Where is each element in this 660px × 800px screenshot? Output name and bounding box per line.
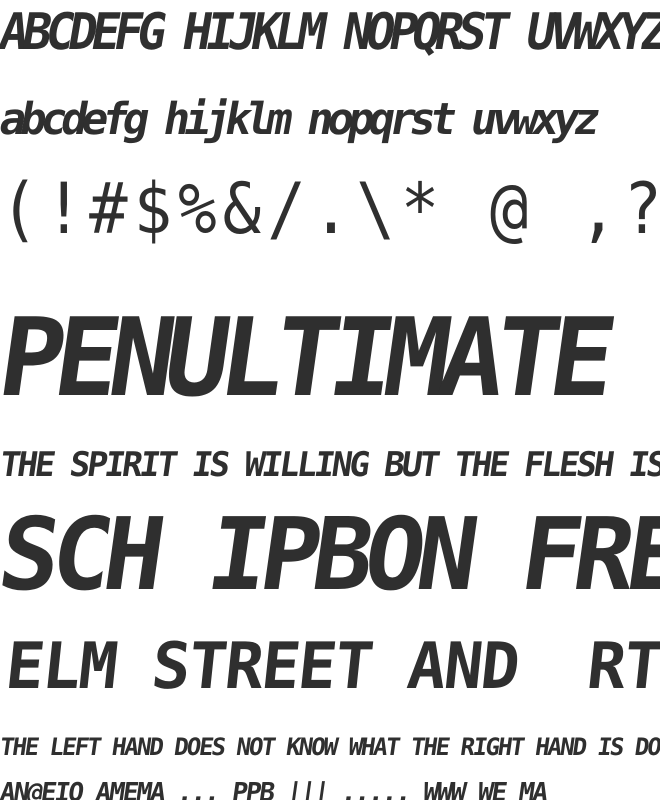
street-line: ELM STREET AND RT. — [2, 630, 660, 704]
sample-sentence-1-line: THE SPIRIT IS WILLING BUT THE FLESH IS W… — [0, 445, 660, 485]
bottom-line-text: AN@EIQ AMEMA ... PPB ||| ..... WWW WE MA — [0, 778, 549, 800]
lowercase-alphabet-line: abcdefg hijklm nopqrst uvwxyz — [0, 94, 599, 145]
font-name-text: PENULTIMATE — [0, 296, 615, 421]
sample-sentence-2-line: THE LEFT HAND DOES NOT KNOW WHAT THE RIG… — [0, 733, 660, 761]
big-words-text: SCH IPBON FRE UDC — [0, 496, 660, 613]
bottom-line: AN@EIQ AMEMA ... PPB ||| ..... WWW WE MA — [0, 778, 549, 800]
street-right-text: RT. — [583, 630, 660, 704]
street-left-text: ELM STREET AND — [2, 630, 522, 704]
sample-sentence-2-text: THE LEFT HAND DOES NOT KNOW WHAT THE RIG… — [0, 733, 660, 761]
symbols-text: (!#$%&/.\* @ ,?:;) — [0, 169, 660, 251]
lowercase-alphabet-text: abcdefg hijklm nopqrst uvwxyz — [0, 94, 599, 145]
symbols-line: (!#$%&/.\* @ ,?:;) — [0, 175, 660, 245]
uppercase-alphabet-line: ABCDEFG HIJKLM NOPQRST UVWXYZ — [0, 2, 660, 62]
font-name-line: PENULTIMATE — [0, 296, 615, 421]
uppercase-alphabet-text: ABCDEFG HIJKLM NOPQRST UVWXYZ — [0, 2, 660, 62]
sample-sentence-1-text: THE SPIRIT IS WILLING BUT THE FLESH IS W… — [0, 445, 660, 485]
big-words-line: SCH IPBON FRE UDC — [0, 496, 660, 613]
